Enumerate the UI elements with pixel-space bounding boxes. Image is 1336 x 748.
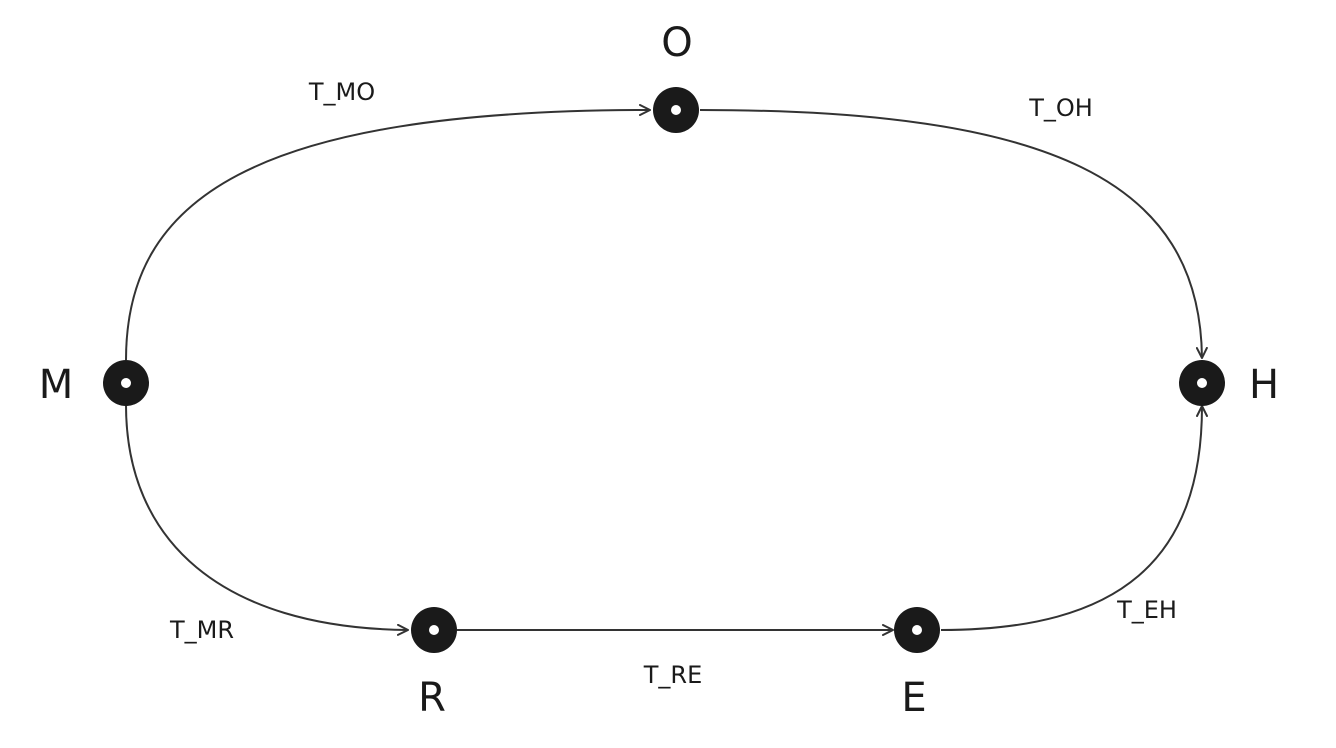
edge-label-oh: T_OH: [1028, 94, 1093, 122]
node-r[interactable]: [411, 607, 457, 653]
node-label-m: M: [39, 362, 74, 408]
node-h[interactable]: [1179, 360, 1225, 406]
node-label-o: O: [661, 20, 692, 66]
node-e[interactable]: [894, 607, 940, 653]
edge-label-mr: T_MR: [169, 616, 234, 644]
edge-label-eh: T_EH: [1116, 596, 1177, 624]
edge-m-to-o: [125, 104, 651, 361]
node-label-e: E: [901, 675, 926, 721]
edge-o-to-h: [699, 109, 1208, 359]
node-m[interactable]: [103, 360, 149, 406]
node-label-r: R: [418, 675, 446, 721]
node-label-h: H: [1249, 362, 1279, 408]
edge-label-re: T_RE: [643, 661, 703, 689]
edge-m-to-r: [125, 404, 409, 636]
edge-e-to-h: [940, 405, 1208, 631]
node-o[interactable]: [653, 87, 699, 133]
edge-label-mo: T_MO: [308, 78, 375, 106]
